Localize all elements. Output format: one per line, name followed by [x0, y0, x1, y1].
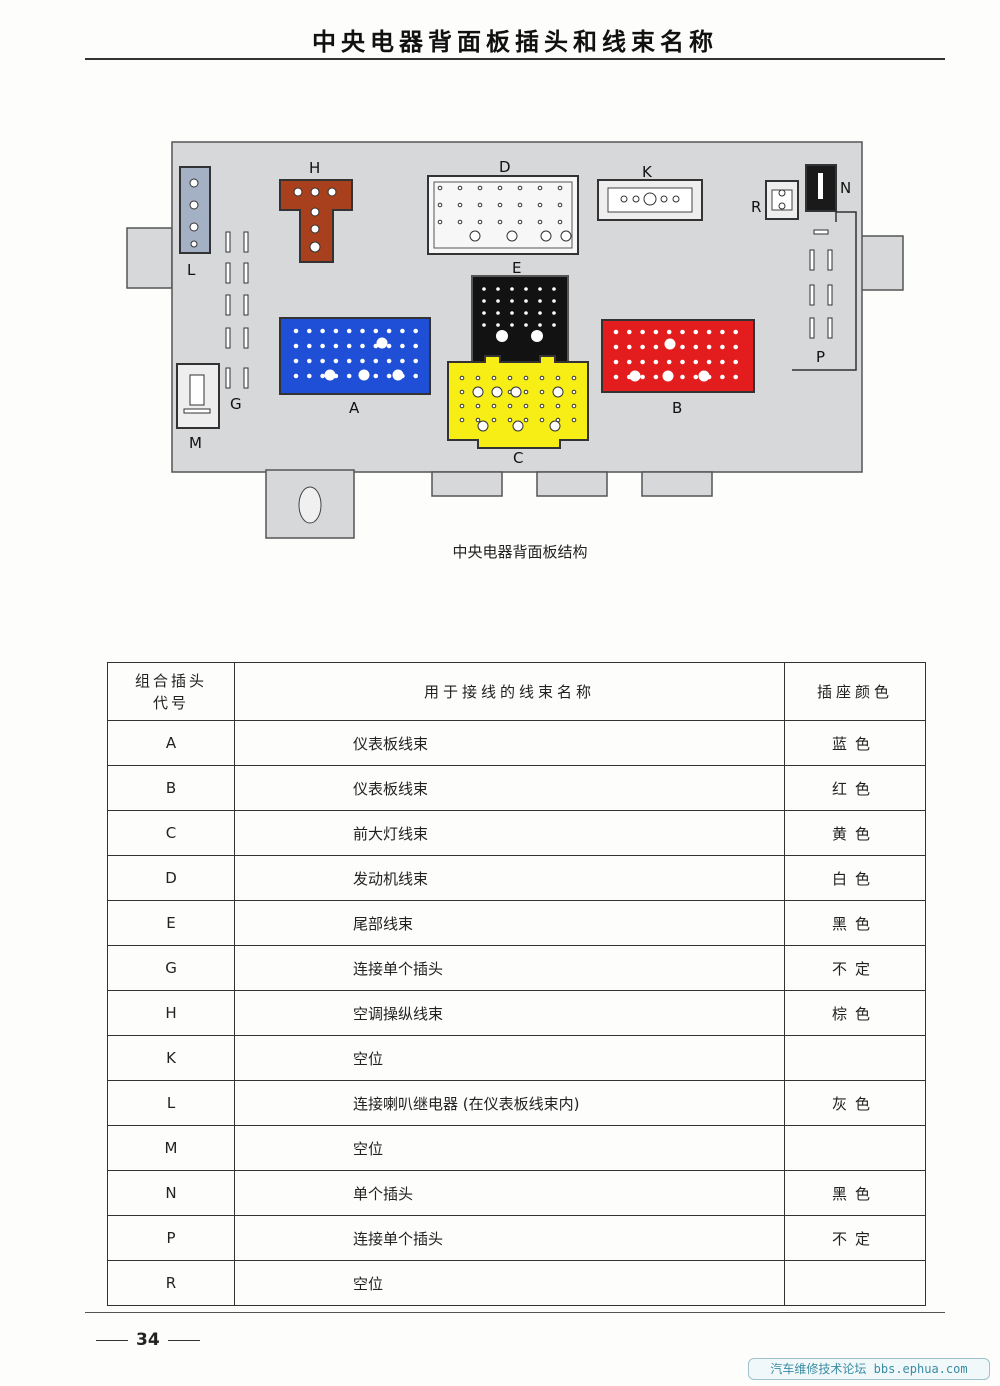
connector-G-slots [225, 231, 249, 389]
label-R: R [751, 198, 761, 216]
cell-name: 单个插头 [234, 1170, 785, 1216]
connector-B [601, 319, 755, 393]
label-N: N [840, 179, 851, 197]
label-K: K [642, 163, 653, 181]
cell-color: 不定 [784, 945, 926, 991]
cell-code: B [107, 765, 235, 811]
cell-name: 发动机线束 [234, 855, 785, 901]
cell-color: 棕色 [784, 990, 926, 1036]
connector-P-slots [809, 229, 833, 339]
cell-code: A [107, 720, 235, 766]
label-L: L [187, 261, 196, 279]
cell-color [784, 1035, 926, 1081]
cell-code: L [107, 1080, 235, 1126]
table-header-row: 组合插头代号 用于接线的线束名称 插座颜色 [107, 662, 926, 721]
connector-C [447, 355, 589, 449]
right-mount-tab [857, 235, 904, 291]
header-name: 用于接线的线束名称 [234, 662, 785, 721]
cell-code: P [107, 1215, 235, 1261]
bottom-clip-1 [431, 471, 503, 497]
cell-name: 空位 [234, 1260, 785, 1306]
label-H: H [309, 159, 320, 177]
label-C: C [513, 449, 523, 467]
bottom-clip-2 [536, 471, 608, 497]
cell-code: M [107, 1125, 235, 1171]
bottom-clip-3 [641, 471, 713, 497]
connector-A [279, 317, 431, 395]
cell-name: 连接喇叭继电器 (在仪表板线束内) [234, 1080, 785, 1126]
label-E: E [512, 259, 521, 277]
cell-name: 前大灯线束 [234, 810, 785, 856]
label-B: B [672, 399, 682, 417]
footer-rule [85, 1312, 945, 1313]
cell-code: D [107, 855, 235, 901]
label-M: M [189, 434, 202, 452]
cell-color: 红色 [784, 765, 926, 811]
cell-color: 黄色 [784, 810, 926, 856]
left-mount-tab [126, 227, 173, 289]
label-P: P [816, 348, 825, 366]
header-rule [85, 58, 945, 60]
mount-hole [298, 486, 322, 524]
diagram-caption: 中央电器背面板结构 [452, 543, 588, 561]
connector-H [279, 179, 353, 263]
header-code: 组合插头代号 [107, 662, 235, 721]
cell-code: R [107, 1260, 235, 1306]
cell-code: C [107, 810, 235, 856]
label-G: G [230, 395, 242, 413]
cell-name: 空调操纵线束 [234, 990, 785, 1036]
label-A: A [349, 399, 360, 417]
cell-code: N [107, 1170, 235, 1216]
page-number: 34 [88, 1330, 208, 1350]
cell-color: 蓝色 [784, 720, 926, 766]
cell-name: 仪表板线束 [234, 765, 785, 811]
cell-name: 尾部线束 [234, 900, 785, 946]
cell-name: 空位 [234, 1125, 785, 1171]
cell-code: G [107, 945, 235, 991]
connector-D [427, 175, 579, 255]
header-color: 插座颜色 [784, 662, 926, 721]
connector-P-outline [792, 211, 857, 371]
cell-name: 连接单个插头 [234, 1215, 785, 1261]
cell-code: H [107, 990, 235, 1036]
cell-name: 空位 [234, 1035, 785, 1081]
cell-color [784, 1260, 926, 1306]
panel-diagram: H D K N R L E P G A B M C [126, 141, 904, 539]
cell-color: 不定 [784, 1215, 926, 1261]
watermark: 汽车维修技术论坛 bbs.ephua.com [748, 1358, 990, 1380]
cell-color: 黑色 [784, 1170, 926, 1216]
label-D: D [499, 158, 511, 176]
page-title: 中央电器背面板插头和线束名称 [312, 28, 718, 56]
cell-name: 仪表板线束 [234, 720, 785, 766]
cell-code: K [107, 1035, 235, 1081]
cell-code: E [107, 900, 235, 946]
cell-color: 白色 [784, 855, 926, 901]
cell-name: 连接单个插头 [234, 945, 785, 991]
cell-color: 灰色 [784, 1080, 926, 1126]
cell-color: 黑色 [784, 900, 926, 946]
cell-color [784, 1125, 926, 1171]
